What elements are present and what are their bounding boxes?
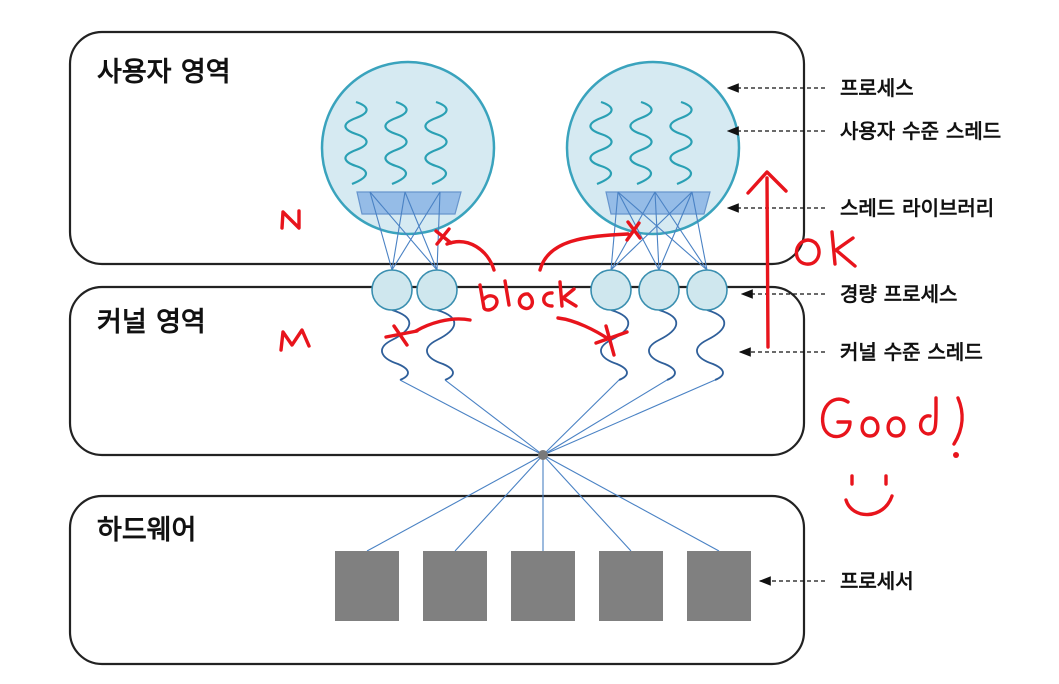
callout-kernel-thread: 커널 수준 스레드 (738, 340, 983, 364)
processor-box (687, 551, 751, 621)
note-block (478, 279, 578, 312)
note-smiley (844, 474, 894, 517)
kernel-thread (696, 309, 726, 381)
svg-text:커널 수준 스레드: 커널 수준 스레드 (840, 340, 983, 364)
scheduler-links (366, 379, 720, 552)
handwritten-annotations (279, 170, 964, 517)
lightweight-processes (371, 269, 728, 311)
processor-box (599, 551, 663, 621)
user-thread (589, 100, 613, 186)
note-n (280, 209, 301, 230)
lwp-circle (686, 269, 728, 311)
lwp-circle (371, 269, 413, 311)
user-thread (344, 100, 368, 186)
svg-text:사용자 수준 스레드: 사용자 수준 스레드 (840, 119, 1001, 143)
note-ok (794, 230, 857, 268)
svg-text:경량 프로세스: 경량 프로세스 (840, 282, 957, 306)
kernel-space-title: 커널 영역 (97, 307, 206, 338)
callout-processor: 프로세서 (758, 569, 914, 593)
user-thread (424, 100, 448, 186)
kernel-thread (600, 309, 630, 381)
svg-text:프로세서: 프로세서 (840, 569, 914, 593)
callout-lightweight-process: 경량 프로세스 (740, 282, 957, 306)
scheduler-node (538, 450, 548, 460)
lwp-circle (416, 269, 458, 311)
process-left (320, 60, 496, 236)
hardware-title: 하드웨어 (97, 515, 196, 546)
kernel-threads (381, 309, 726, 381)
process-right (565, 60, 741, 236)
kernel-thread (648, 309, 678, 381)
processors (335, 551, 751, 621)
user-thread (629, 100, 653, 186)
svg-text:스레드 라이브러리: 스레드 라이브러리 (840, 196, 994, 220)
lwp-circle (638, 269, 680, 311)
block-mark (625, 220, 642, 242)
lwp-circle (590, 269, 632, 311)
callout-process: 프로세스 (726, 76, 914, 100)
thread-library-box (605, 191, 711, 215)
ok-arrow (746, 170, 788, 349)
callout-thread-library: 스레드 라이브러리 (726, 196, 994, 220)
block-mark (434, 227, 453, 246)
user-thread (384, 100, 408, 186)
kernel-thread (381, 309, 411, 381)
callout-user-thread: 사용자 수준 스레드 (726, 119, 1001, 143)
processor-box (335, 551, 399, 621)
note-m (279, 328, 311, 352)
processor-box (511, 551, 575, 621)
block-mark (384, 324, 419, 347)
note-good (820, 396, 964, 458)
user-space-title: 사용자 영역 (97, 57, 231, 88)
processor-box (423, 551, 487, 621)
user-thread (669, 100, 693, 186)
library-lwp-links (369, 191, 708, 271)
kernel-thread (426, 309, 456, 381)
svg-text:프로세스: 프로세스 (840, 76, 914, 100)
